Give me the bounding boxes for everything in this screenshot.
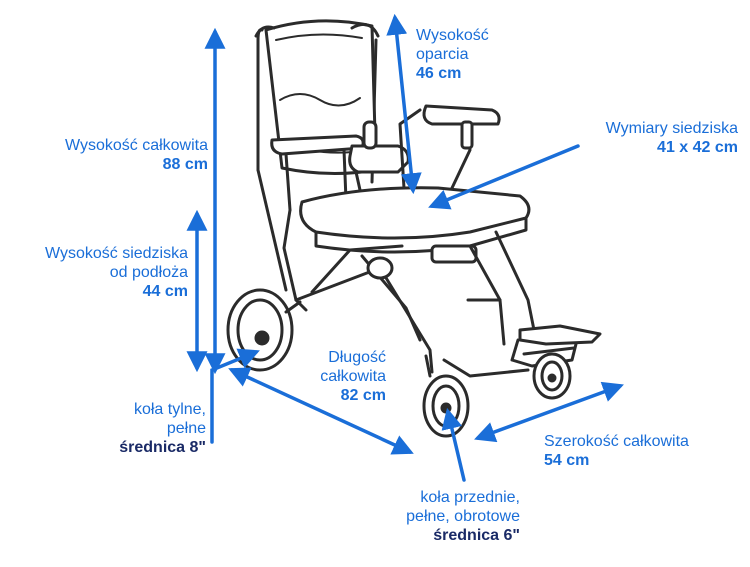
backrest-height-value: 46 cm: [416, 65, 462, 82]
seat-height-label: Wysokość siedziska od podłoża 44 cm: [45, 244, 188, 301]
front-wheels-title-1: koła przednie,: [420, 489, 520, 506]
total-height-title: Wysokość całkowita: [64, 137, 208, 154]
total-height-value: 88 cm: [162, 156, 208, 173]
total-width-arrow: [474, 381, 624, 443]
seat-height-title-2: od podłoża: [109, 264, 188, 281]
backrest-height-title-1: Wysokość: [416, 27, 489, 44]
front-wheel-pointer: [441, 407, 466, 482]
total-length-label: Długość całkowita 82 cm: [320, 348, 386, 405]
front-wheels-label: koła przednie, pełne, obrotowe średnica …: [406, 488, 520, 545]
front-wheels-title-2: pełne, obrotowe: [406, 508, 520, 525]
total-length-value: 82 cm: [340, 387, 386, 404]
rear-wheel-pointer: [210, 348, 260, 444]
front-wheels-value: średnica 6": [433, 527, 520, 544]
seat-dimensions-value: 41 x 42 cm: [657, 139, 738, 156]
rear-wheels-title-2: pełne: [166, 420, 206, 437]
seat-height-value: 44 cm: [142, 283, 188, 300]
dimension-lines: [186, 13, 624, 482]
total-height-label: Wysokość całkowita 88 cm: [65, 136, 208, 174]
backrest-height-arrow: [386, 13, 422, 195]
total-width-label: Szerokość całkowita 54 cm: [544, 432, 689, 470]
total-width-title: Szerokość całkowita: [544, 433, 689, 450]
total-length-arrow: [228, 367, 414, 455]
backrest-height-label: Wysokość oparcia 46 cm: [416, 26, 489, 83]
total-width-value: 54 cm: [544, 452, 590, 469]
total-length-title-2: całkowita: [320, 368, 386, 385]
seat-dimensions-label: Wymiary siedziska 41 x 42 cm: [606, 119, 738, 157]
wheelchair-drawing: [226, 19, 602, 438]
rear-wheels-title-1: koła tylne,: [133, 401, 206, 418]
seat-dimensions-pointer: [428, 144, 580, 210]
seat-dimensions-title: Wymiary siedziska: [605, 120, 738, 137]
seat-height-title-1: Wysokość siedziska: [44, 245, 188, 262]
backrest-height-title-2: oparcia: [416, 46, 469, 63]
rear-wheels-label: koła tylne, pełne średnica 8": [119, 400, 206, 457]
rear-wheels-value: średnica 8": [119, 439, 206, 456]
total-length-title-1: Długość: [328, 349, 386, 366]
